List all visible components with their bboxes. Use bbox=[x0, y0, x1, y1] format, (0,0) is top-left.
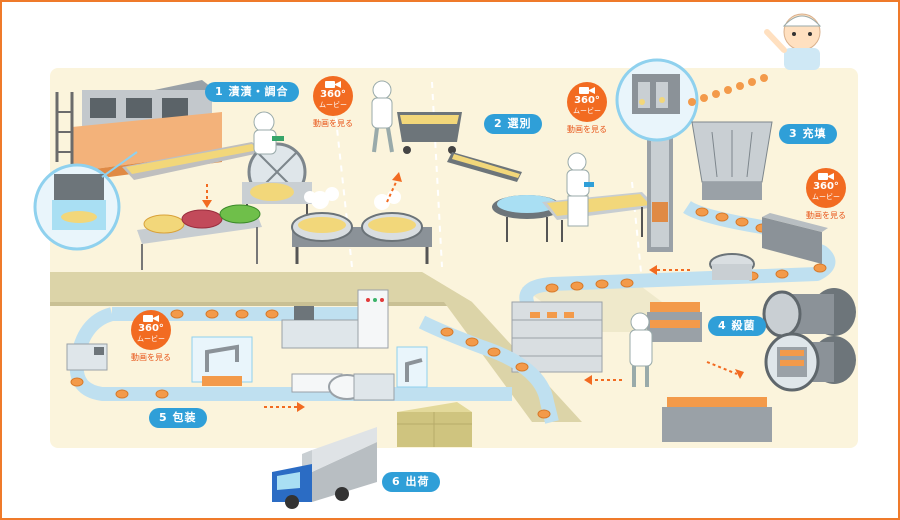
movie-degree: 360° bbox=[320, 89, 346, 100]
cup-trays-stack bbox=[647, 302, 772, 442]
step-number: 6 bbox=[392, 475, 401, 488]
step-number: 2 bbox=[494, 117, 503, 130]
packing-robot-cell bbox=[191, 336, 428, 401]
sealing-machine bbox=[709, 213, 828, 280]
step-2-badge[interactable]: 2 選別 bbox=[484, 114, 542, 134]
cups-lower bbox=[70, 309, 551, 419]
step-5-badge[interactable]: 5 包装 bbox=[149, 408, 207, 428]
cardboard-boxes bbox=[397, 402, 472, 447]
movie-button-3[interactable]: 360° ムービー 動画を見る bbox=[786, 168, 866, 221]
combination-weigher bbox=[691, 121, 773, 200]
cooling-rack bbox=[511, 301, 603, 373]
step-number: 3 bbox=[789, 127, 798, 140]
camera-icon bbox=[818, 173, 834, 180]
retort-sterilizer bbox=[762, 288, 856, 392]
step-3-badge[interactable]: 3 充填 bbox=[779, 124, 837, 144]
cooking-pots bbox=[291, 187, 432, 264]
movie-link-text[interactable]: 動画を見る bbox=[131, 353, 171, 362]
movie-link-text[interactable]: 動画を見る bbox=[806, 211, 846, 220]
overhead-cup-chain bbox=[688, 74, 768, 106]
movie-button-4[interactable]: 360° ムービー 動画を見る bbox=[111, 310, 191, 363]
movie-degree: 360° bbox=[813, 181, 839, 192]
movie-degree: 360° bbox=[574, 95, 600, 106]
movie-degree: 360° bbox=[138, 323, 164, 334]
small-rack-left bbox=[66, 343, 108, 371]
ingredient-bowls bbox=[137, 204, 262, 270]
step-label: 出荷 bbox=[405, 475, 430, 488]
camera-icon bbox=[579, 87, 595, 94]
step-number: 5 bbox=[159, 411, 168, 424]
movie-360-icon: 360° ムービー bbox=[567, 82, 607, 122]
camera-icon bbox=[325, 81, 341, 88]
step-label: 選別 bbox=[507, 117, 532, 130]
movie-link-text[interactable]: 動画を見る bbox=[313, 119, 353, 128]
movie-label: ムービー bbox=[319, 101, 347, 109]
delivery-truck bbox=[272, 427, 377, 509]
mixer-machine bbox=[242, 142, 312, 214]
worker-1 bbox=[253, 111, 284, 155]
guide-character bbox=[764, 13, 822, 70]
step-label: 包装 bbox=[172, 411, 197, 424]
step-number: 1 bbox=[215, 85, 224, 98]
magnifier-soak-tank bbox=[33, 151, 138, 251]
step-4-badge[interactable]: 4 殺菌 bbox=[708, 316, 766, 336]
worker-with-cart bbox=[371, 80, 462, 154]
movie-360-icon: 360° ムービー bbox=[806, 168, 846, 208]
movie-link-text[interactable]: 動画を見る bbox=[567, 125, 607, 134]
label-machine bbox=[281, 289, 389, 349]
movie-360-icon: 360° ムービー bbox=[313, 76, 353, 116]
movie-360-icon: 360° ムービー bbox=[131, 310, 171, 350]
conveyor-belt-upper bbox=[519, 200, 836, 309]
worker-3 bbox=[629, 312, 653, 387]
movie-label: ムービー bbox=[812, 193, 840, 201]
worker-2 bbox=[566, 152, 594, 227]
movie-label: ムービー bbox=[573, 107, 601, 115]
step-label: 殺菌 bbox=[731, 319, 756, 332]
movie-button-1[interactable]: 360° ムービー 動画を見る bbox=[293, 76, 373, 129]
magnifier-filler bbox=[615, 58, 699, 142]
conveyor-belt-lower-right bbox=[418, 315, 559, 424]
step-6-badge[interactable]: 6 出荷 bbox=[382, 472, 440, 492]
wall-left bbox=[50, 272, 472, 302]
step-number: 4 bbox=[718, 319, 727, 332]
step-label: 充填 bbox=[802, 127, 827, 140]
camera-icon bbox=[143, 315, 159, 322]
movie-button-2[interactable]: 360° ムービー 動画を見る bbox=[547, 82, 627, 135]
movie-label: ムービー bbox=[137, 335, 165, 343]
step-1-badge[interactable]: 1 漬漬・調合 bbox=[205, 82, 299, 102]
step-label: 漬漬・調合 bbox=[228, 85, 289, 98]
